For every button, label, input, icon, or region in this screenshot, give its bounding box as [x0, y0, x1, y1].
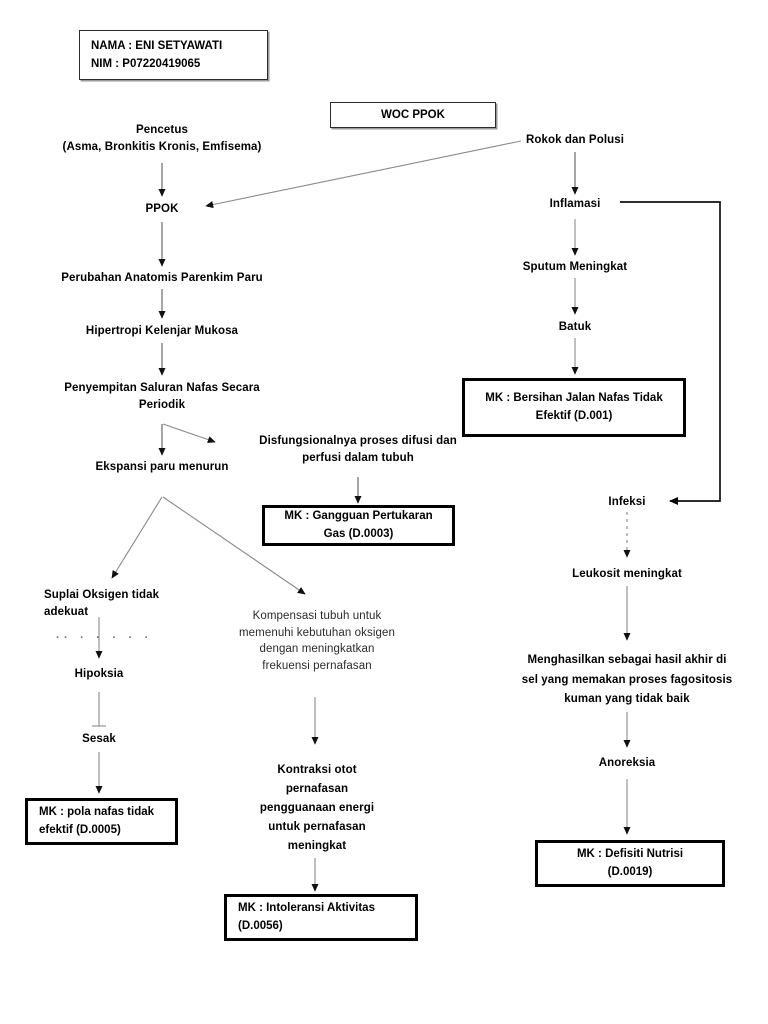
- node-hipoksia: Hipoksia: [74, 668, 124, 680]
- node-disfungsionalnya-difusi-perfusi: Disfungsionalnya proses difusi dan perfu…: [241, 433, 475, 466]
- node-kontraksi-line5: meningkat: [287, 839, 347, 852]
- diagnosis-box-intoleransi-aktivitas: MK : Intoleransi Aktivitas (D.0056): [224, 894, 418, 941]
- node-suplai-line1: Suplai Oksigen tidak: [44, 589, 160, 601]
- identity-nim-line: NIM : P07220419065: [91, 58, 201, 70]
- node-kontraksi-line2: pernafasan: [285, 782, 349, 795]
- node-kompensasi-line1: Kompensasi tubuh untuk: [252, 610, 382, 622]
- stray-dot-row-artifact: .. . . . . .: [56, 629, 153, 641]
- node-suplai-oksigen-tidak-adekuat: Suplai Oksigen tidak adekuat: [44, 587, 204, 620]
- diagnosis-intoleransi-line1: MK : Intoleransi Aktivitas: [238, 901, 375, 914]
- node-pencetus-title: Pencetus: [136, 124, 188, 136]
- node-penyempitan-line2: Periodik: [138, 398, 186, 411]
- node-menghasilkan-line3: kuman yang tidak baik: [564, 693, 690, 706]
- diagnosis-pola-nafas-line1: MK : pola nafas tidak: [39, 805, 155, 818]
- feedback-loop-inflamasi-to-infeksi: [620, 201, 721, 505]
- node-penyempitan-line1: Penyempitan Saluran Nafas Secara: [64, 382, 260, 394]
- diagnosis-box-defisit-nutrisi: MK : Defisiti Nutrisi (D.0019): [535, 840, 725, 887]
- node-disfungsional-line2: perfusi dalam tubuh: [302, 451, 414, 464]
- diagnosis-box-gangguan-pertukaran-gas: MK : Gangguan Pertukaran Gas (D.0003): [262, 505, 455, 546]
- diagnosis-defisit-nutrisi-line2: (D.0019): [607, 865, 653, 878]
- node-penyempitan-saluran-nafas: Penyempitan Saluran Nafas Secara Periodi…: [32, 380, 292, 413]
- node-batuk: Batuk: [558, 321, 592, 333]
- diagnosis-pola-nafas-line2: efektif (D.0005): [39, 823, 121, 836]
- node-kompensasi-line2: memenuhi kebutuhan oksigen: [238, 626, 396, 639]
- identity-name-line: NAMA : ENI SETYAWATI: [91, 39, 223, 52]
- node-pencetus: Pencetus (Asma, Bronkitis Kronis, Emfise…: [62, 122, 262, 155]
- identity-box: NAMA : ENI SETYAWATI NIM : P07220419065: [79, 30, 268, 80]
- node-kompensasi-line3: dengan meningkatkan: [259, 643, 375, 656]
- node-kontraksi-line3: pengguanaan energi: [259, 801, 375, 814]
- node-disfungsional-line1: Disfungsionalnya proses difusi dan: [259, 435, 457, 447]
- node-pencetus-detail: (Asma, Bronkitis Kronis, Emfisema): [62, 140, 262, 153]
- node-ppok: PPOK: [145, 203, 179, 215]
- node-inflamasi: Inflamasi: [549, 198, 601, 210]
- node-sputum-meningkat: Sputum Meningkat: [522, 261, 628, 273]
- diagram-title-box: WOC PPOK: [330, 102, 496, 128]
- node-perubahan-anatomis: Perubahan Anatomis Parenkim Paru: [61, 272, 263, 284]
- node-kompensasi-tubuh: Kompensasi tubuh untuk memenuhi kebutuha…: [228, 608, 406, 675]
- node-suplai-line2: adekuat: [44, 605, 89, 618]
- diagnosis-defisit-nutrisi-line1: MK : Defisiti Nutrisi: [576, 847, 684, 860]
- node-rokok-dan-polusi: Rokok dan Polusi: [525, 134, 625, 146]
- arrow-penyempitan-to-disfungsional: [162, 423, 216, 444]
- node-kompensasi-line4: frekuensi pernafasan: [262, 660, 372, 673]
- diagnosis-box-pola-nafas-tidak-efektif: MK : pola nafas tidak efektif (D.0005): [25, 798, 178, 845]
- node-kontraksi-line4: untuk pernafasan: [268, 820, 366, 833]
- node-menghasilkan-fagositosis: Menghasilkan sebagai hasil akhir di sel …: [512, 651, 742, 710]
- diagnosis-gangguan-gas-line2: Gas (D.0003): [323, 527, 394, 540]
- node-ekspansi-paru-menurun: Ekspansi paru menurun: [95, 461, 229, 473]
- node-leukosit-meningkat: Leukosit meningkat: [572, 568, 682, 580]
- node-kontraksi-line1: Kontraksi otot: [277, 764, 357, 776]
- diagnosis-intoleransi-line2: (D.0056): [238, 919, 283, 932]
- node-infeksi: Infeksi: [608, 496, 646, 508]
- diagnosis-bersihan-line1: MK : Bersihan Jalan Nafas Tidak: [485, 391, 663, 404]
- diagnosis-bersihan-line2: Efektif (D.001): [535, 409, 613, 422]
- arrow-ekspansi-to-suplai: [111, 496, 163, 579]
- node-anoreksia: Anoreksia: [598, 757, 656, 769]
- diagnosis-box-bersihan-jalan-nafas: MK : Bersihan Jalan Nafas Tidak Efektif …: [462, 378, 686, 437]
- node-sesak: Sesak: [82, 733, 116, 745]
- node-kontraksi-otot-pernafasan: Kontraksi otot pernafasan pengguanaan en…: [233, 761, 401, 856]
- diagnosis-gangguan-gas-line1: MK : Gangguan Pertukaran: [284, 509, 433, 522]
- diagram-title-label: WOC PPOK: [381, 108, 445, 121]
- node-menghasilkan-line2: sel yang memakan proses fagositosis: [521, 673, 733, 686]
- node-hipertropi-kelenjar-mukosa: Hipertropi Kelenjar Mukosa: [85, 325, 239, 337]
- node-menghasilkan-line1: Menghasilkan sebagai hasil akhir di: [527, 654, 727, 666]
